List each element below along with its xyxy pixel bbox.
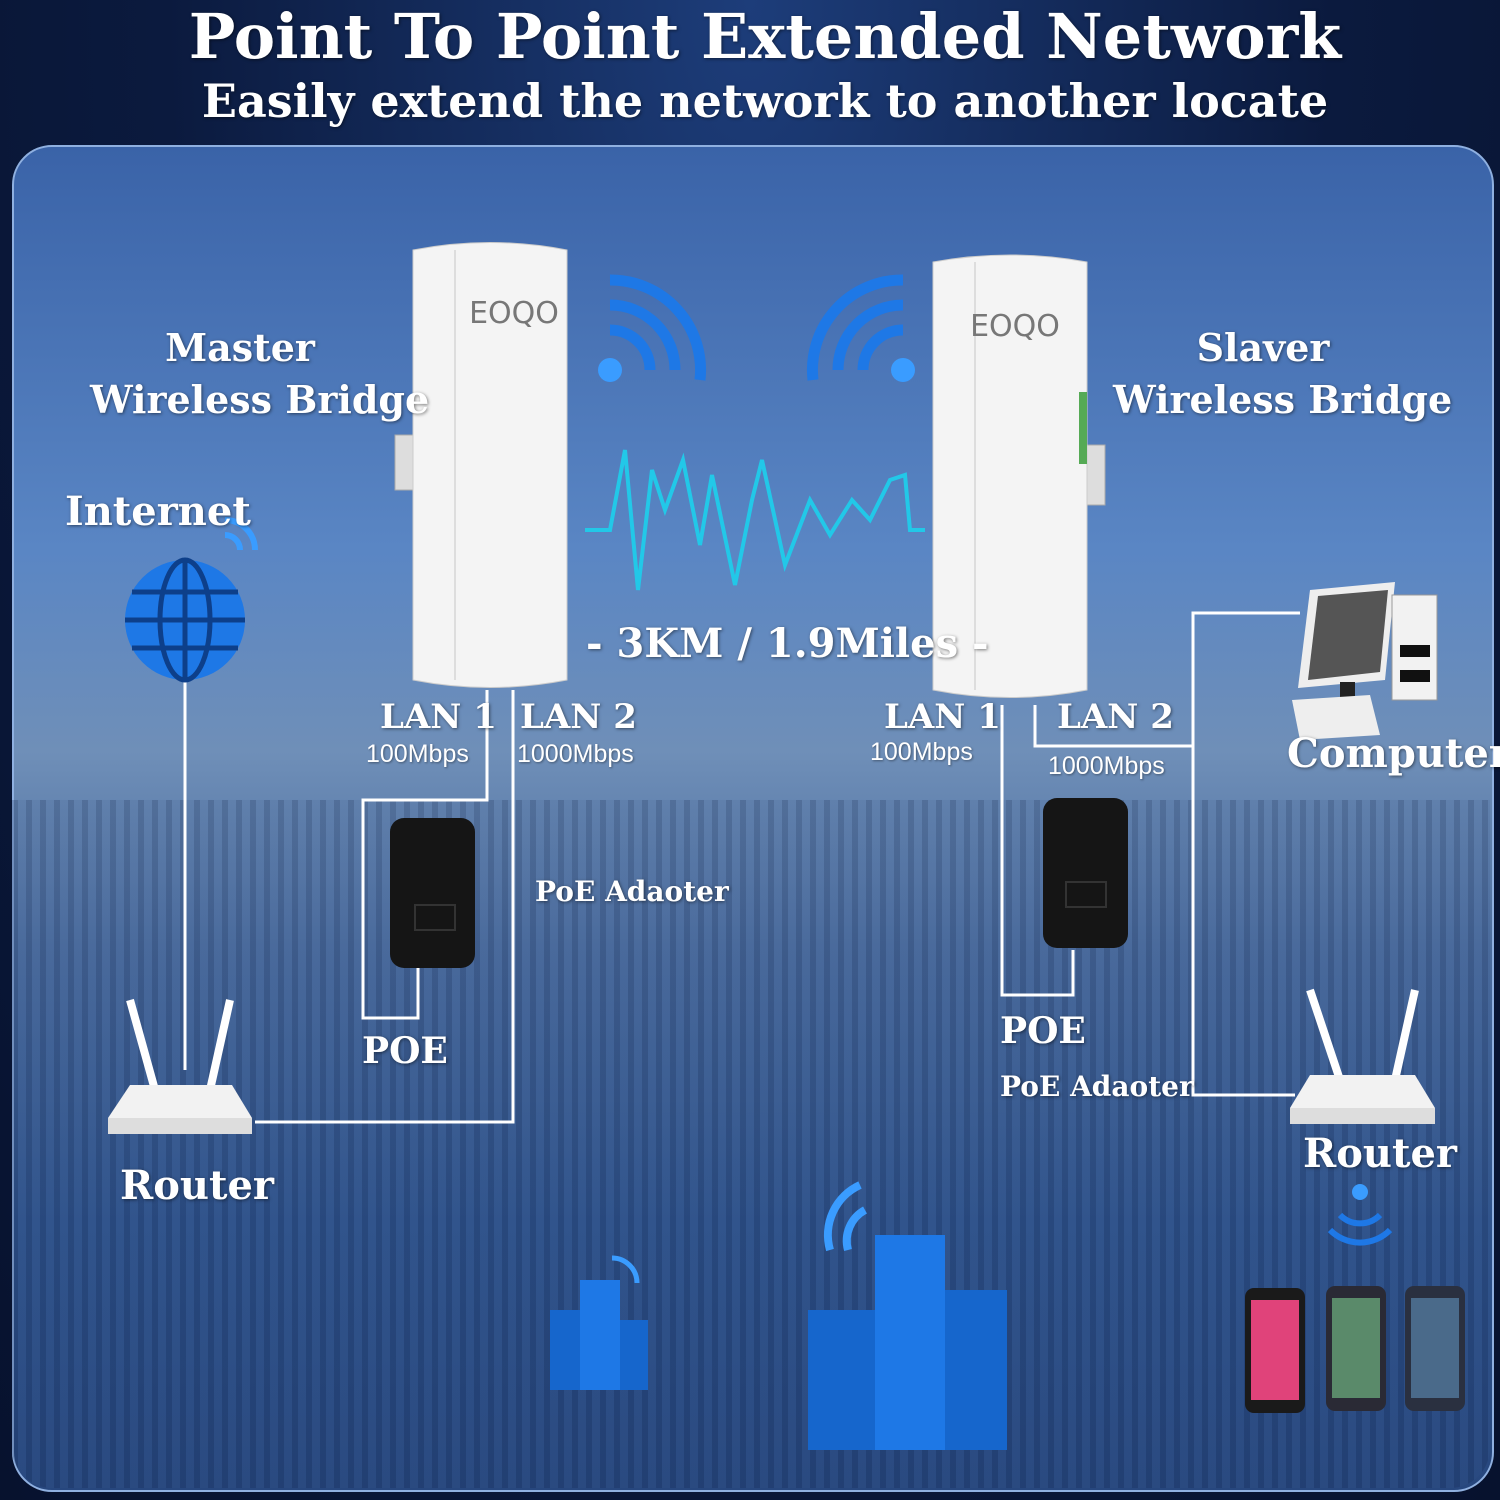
building-small-icon <box>550 1255 648 1390</box>
wifi-icon-slave <box>806 274 915 382</box>
slave-label-line1: Slaver <box>1196 325 1330 370</box>
slave-lan2-computer-line <box>1033 705 1193 748</box>
smartphone-icons <box>1245 1286 1465 1413</box>
computer-icon <box>1292 582 1438 740</box>
slave-lan2-label: LAN 2 <box>1057 697 1174 737</box>
master-poe-adapter-label: PoE Adaoter <box>535 875 729 908</box>
master-poe-label: POE <box>362 1030 448 1072</box>
wifi-icon-master <box>598 274 707 382</box>
slave-bridge-label: Slaver Wireless Bridge <box>1113 322 1453 426</box>
master-bridge-device: EOQO <box>394 242 568 688</box>
master-lan2-label: LAN 2 <box>520 697 637 737</box>
master-lan1-speed: 100Mbps <box>366 740 469 768</box>
signal-waveform <box>585 449 925 591</box>
slave-lan1-poe-line <box>1000 705 1075 997</box>
distance-label: - 3KM / 1.9Miles - <box>586 620 989 667</box>
page-title: Point To Point Extended Network <box>188 0 1342 73</box>
slave-bridge-device: EOQO <box>932 254 1106 698</box>
connection-lines <box>183 611 1300 1124</box>
poe-adapter-master-icon <box>390 818 475 968</box>
router-right-label: Router <box>1303 1130 1458 1177</box>
internet-label: Internet <box>65 488 251 535</box>
master-label-line2: Wireless Bridge <box>90 377 430 422</box>
slave-poe-adapter-label: PoE Adaoter <box>1000 1070 1194 1103</box>
master-lan1-poe-line <box>361 690 489 1020</box>
slave-poe-label: POE <box>1000 1010 1086 1052</box>
page-subtitle: Easily extend the network to another loc… <box>201 74 1329 128</box>
diagram-panel <box>12 145 1494 1492</box>
master-bridge-label: Master Wireless Bridge <box>90 322 430 426</box>
slave-logo: EOQO <box>970 309 1060 344</box>
building-large-icon <box>808 1181 1007 1450</box>
internet-globe-icon <box>125 517 258 683</box>
wifi-icon-router <box>1327 1184 1393 1246</box>
computer-router-line <box>1191 611 1300 1097</box>
slave-label-line2: Wireless Bridge <box>1113 377 1453 422</box>
poe-adapter-slave-icon <box>1043 798 1128 948</box>
master-lan2-router-line <box>255 690 515 1124</box>
slave-lan2-speed: 1000Mbps <box>1048 752 1165 780</box>
master-logo: EOQO <box>469 296 559 331</box>
slave-lan1-speed: 100Mbps <box>870 738 973 766</box>
master-lan1-label: LAN 1 <box>380 697 497 737</box>
computer-label: Computer <box>1287 730 1500 777</box>
city-backdrop <box>12 800 1490 1488</box>
led-indicators <box>1079 392 1087 464</box>
router-left-icon <box>108 998 252 1134</box>
router-left-label: Router <box>120 1162 275 1209</box>
router-right-icon <box>1290 988 1435 1124</box>
slave-lan1-label: LAN 1 <box>884 697 1001 737</box>
master-label-line1: Master <box>165 325 315 370</box>
master-lan2-speed: 1000Mbps <box>517 740 634 768</box>
